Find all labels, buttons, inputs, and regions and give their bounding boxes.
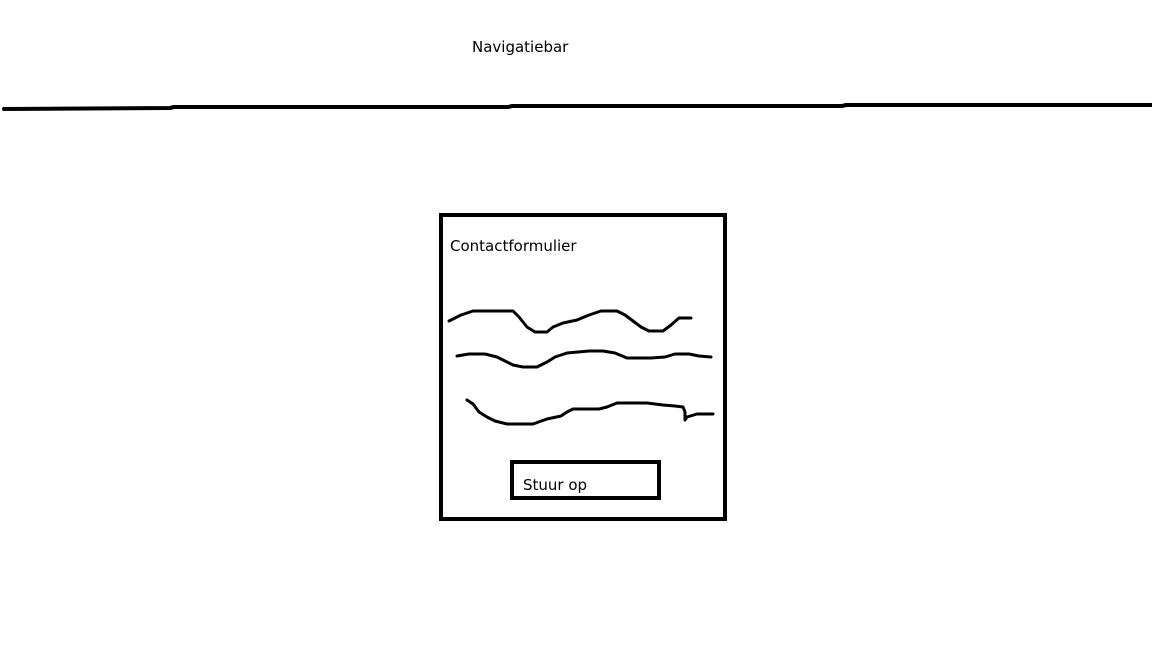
- navbar-divider: [2, 103, 1152, 111]
- form-title: Contactformulier: [450, 237, 577, 255]
- form-fields: [447, 309, 715, 426]
- submit-button-label: Stuur op: [523, 476, 588, 494]
- contact-form: Contactformulier Stuur op: [439, 213, 727, 521]
- submit-button[interactable]: Stuur op: [510, 460, 661, 500]
- form-field-3[interactable]: [465, 398, 715, 426]
- form-field-1[interactable]: [447, 309, 693, 334]
- form-field-2[interactable]: [455, 349, 713, 369]
- navbar-label: Navigatiebar: [472, 38, 569, 56]
